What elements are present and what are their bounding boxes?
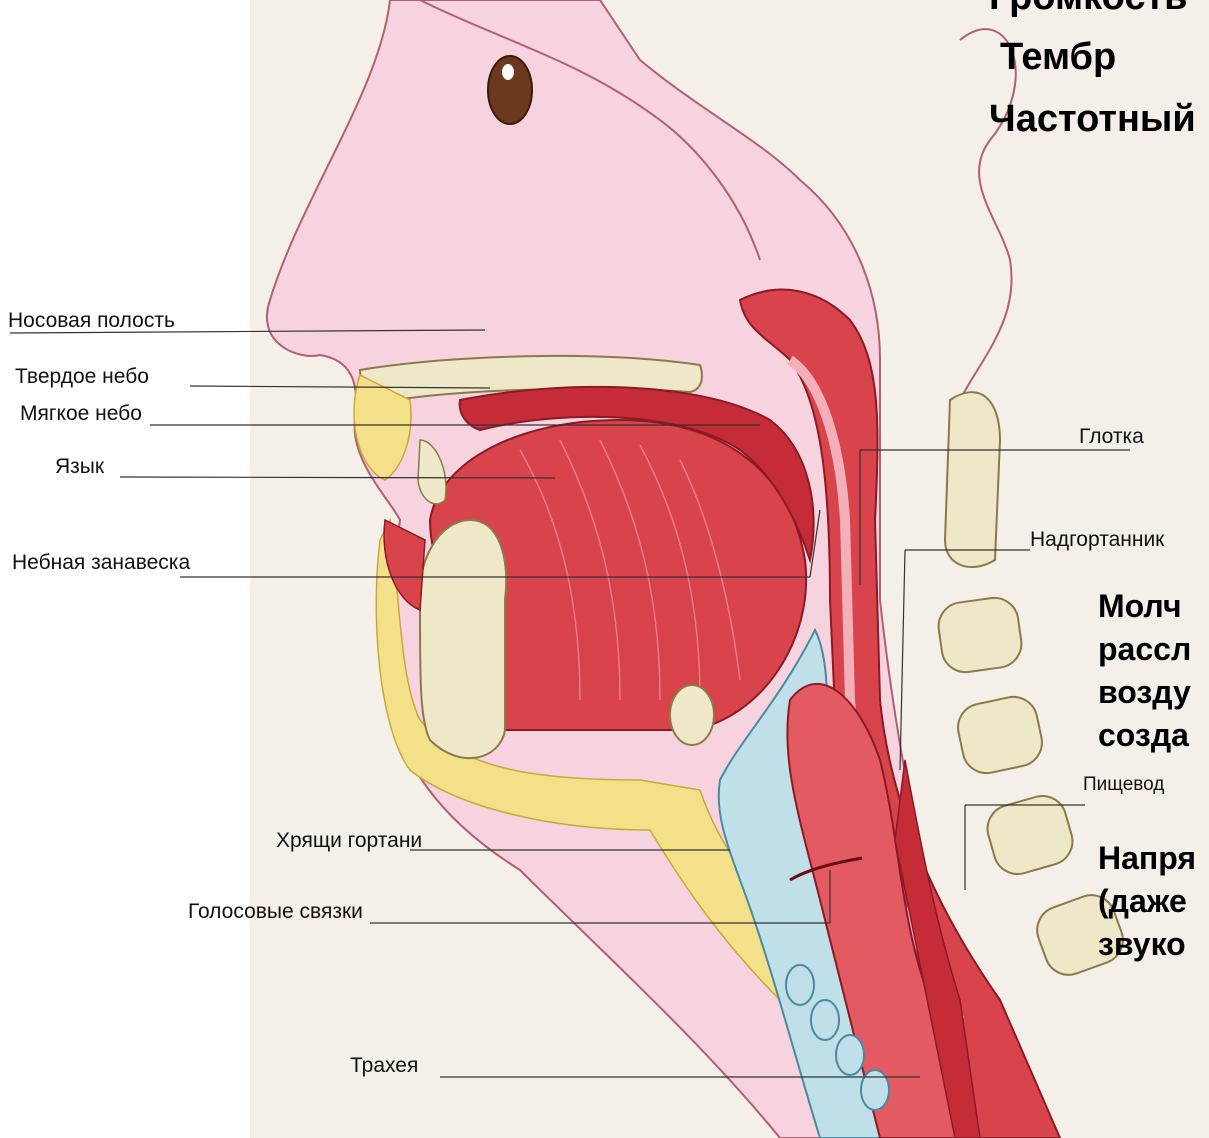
note-silence-line-1: Молч [1098,590,1182,622]
note-tension-line-3: звуко [1098,928,1186,960]
eye-highlight [502,64,514,80]
label-epiglottis: Надгортанник [1030,529,1164,550]
note-tension-line-1: Напря [1098,842,1196,874]
note-silence-line-2: рассл [1098,633,1191,665]
heading-line-3: Частотный [989,100,1196,138]
label-esophagus: Пищевод [1083,775,1164,794]
label-hard-palate: Твердое небо [15,366,149,387]
label-nasal-cavity: Носовая полость [8,310,175,331]
label-velum: Небная занавеска [12,552,190,573]
note-silence-line-4: созда [1098,719,1189,751]
label-vocal-cords: Голосовые связки [188,901,363,922]
note-tension-line-2: (даже [1098,885,1187,917]
heading-line-1: Громкость [989,0,1187,16]
note-silence-line-3: возду [1098,676,1191,708]
label-pharynx: Глотка [1079,426,1144,447]
mandible [419,520,506,758]
label-tongue: Язык [55,456,104,477]
hyoid-cartilage [670,685,714,745]
label-larynx-cartilage: Хрящи гортани [276,830,422,851]
heading-line-2: Тембр [1000,38,1116,76]
label-soft-palate: Мягкое небо [20,403,142,424]
label-trachea: Трахея [350,1055,418,1076]
